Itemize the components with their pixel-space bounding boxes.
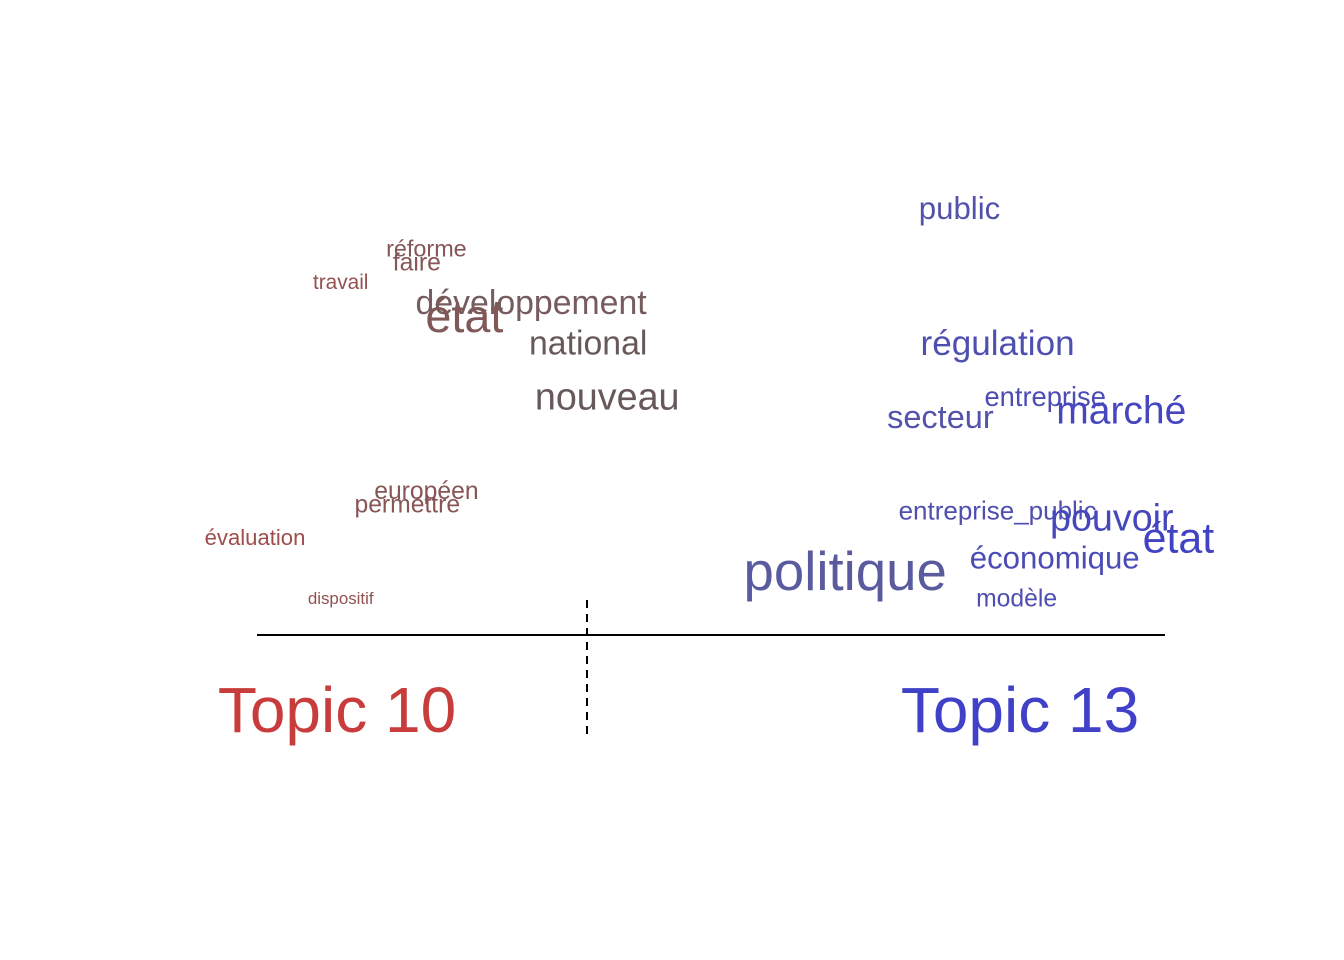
word-label: entreprise <box>985 381 1106 412</box>
word-label: modèle <box>976 586 1057 613</box>
words-layer: publicréformefairetravaildéveloppementét… <box>205 191 1215 613</box>
topic-right-label: Topic 13 <box>901 674 1139 746</box>
word-label: entreprise_public <box>899 496 1097 526</box>
word-label: état <box>425 290 503 342</box>
word-label: marché <box>1056 389 1186 432</box>
word-label: permettre <box>354 492 460 519</box>
word-label: nouveau <box>535 376 680 418</box>
word-label: développement <box>416 284 648 322</box>
word-label: public <box>919 191 1001 226</box>
word-label: travail <box>313 271 368 294</box>
word-label: secteur <box>887 399 994 435</box>
word-label: faire <box>393 249 441 276</box>
word-label: économique <box>970 541 1140 576</box>
word-label: dispositif <box>308 589 374 608</box>
word-label: réforme <box>386 236 467 262</box>
word-label: évaluation <box>205 525 306 550</box>
word-label: politique <box>744 541 947 602</box>
word-label: pouvoir <box>1050 497 1174 539</box>
word-label: national <box>529 324 647 362</box>
word-label: européen <box>374 478 478 505</box>
word-label: régulation <box>921 324 1075 363</box>
topic-left-label: Topic 10 <box>218 674 456 746</box>
word-label: état <box>1143 515 1215 563</box>
